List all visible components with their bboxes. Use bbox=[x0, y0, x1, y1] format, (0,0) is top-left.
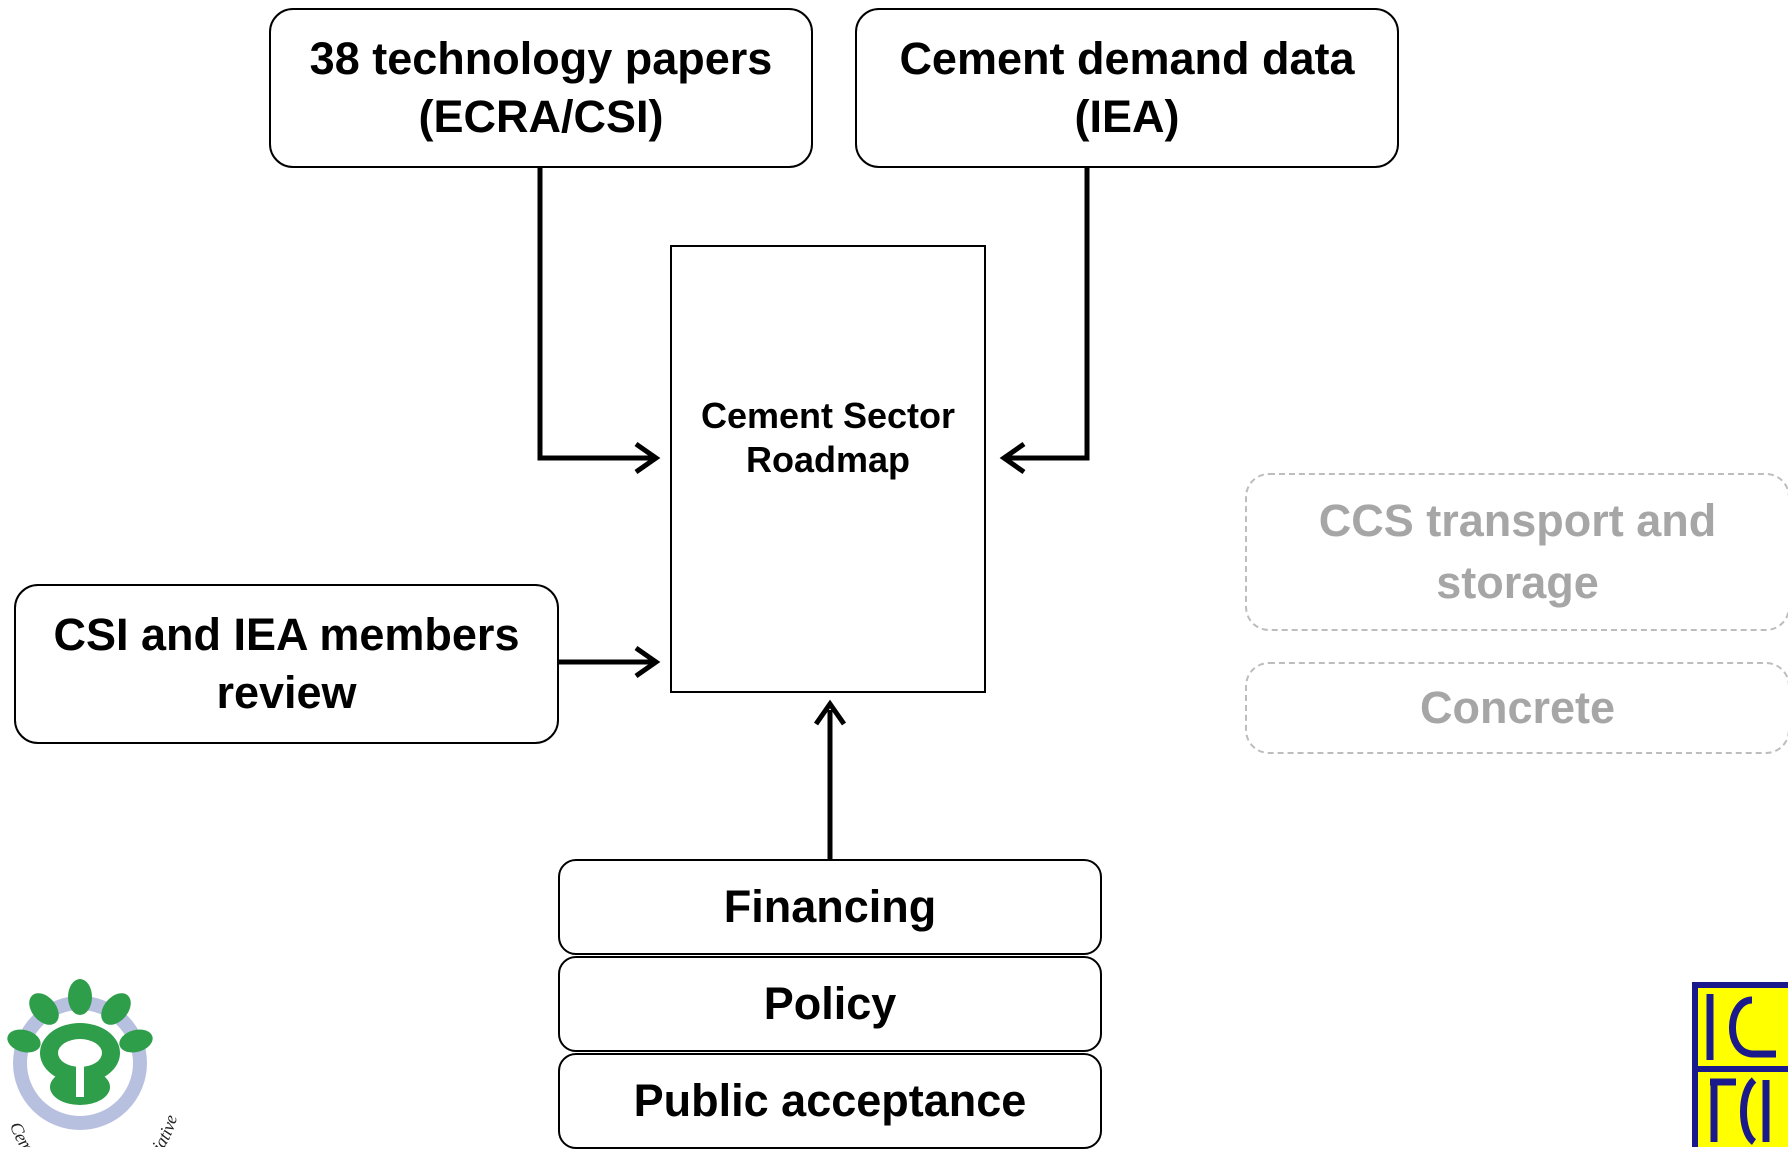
trunk-highlight bbox=[76, 1053, 84, 1097]
tech-papers-box: 38 technology papers (ECRA/CSI) bbox=[269, 8, 813, 168]
public-acceptance-box: Public acceptance bbox=[558, 1053, 1102, 1149]
iea-logo bbox=[1692, 982, 1788, 1147]
arrow-tech-papers bbox=[537, 168, 652, 461]
csi-logo: Cement Sustainability Initiative bbox=[6, 979, 181, 1147]
review-box: CSI and IEA members review bbox=[14, 584, 559, 744]
review-label: CSI and IEA members review bbox=[53, 608, 520, 719]
roadmap-label: Cement Sector Roadmap bbox=[700, 395, 956, 481]
tech-papers-label: 38 technology papers (ECRA/CSI) bbox=[309, 32, 773, 143]
concrete-label: Concrete bbox=[1419, 681, 1616, 733]
ccs-transport-box: CCS transport and storage bbox=[1245, 473, 1788, 631]
concrete-box: Concrete bbox=[1245, 662, 1788, 754]
public-acceptance-label: Public acceptance bbox=[633, 1074, 1027, 1126]
financing-box: Financing bbox=[558, 859, 1102, 955]
arrowhead-review bbox=[634, 645, 661, 679]
arrowhead-demand-data bbox=[999, 441, 1026, 475]
policy-box: Policy bbox=[558, 956, 1102, 1052]
financing-label: Financing bbox=[723, 880, 937, 932]
demand-data-box: Cement demand data (IEA) bbox=[855, 8, 1399, 168]
policy-label: Policy bbox=[763, 977, 897, 1029]
arrow-demand-data bbox=[1008, 168, 1090, 461]
demand-data-label: Cement demand data (IEA) bbox=[899, 32, 1355, 143]
roadmap-box: Cement Sector Roadmap bbox=[670, 245, 986, 693]
ccs-transport-label: CCS transport and storage bbox=[1318, 494, 1717, 608]
arrowhead-tech-papers bbox=[634, 441, 661, 475]
arrowhead-enablers bbox=[813, 699, 847, 726]
